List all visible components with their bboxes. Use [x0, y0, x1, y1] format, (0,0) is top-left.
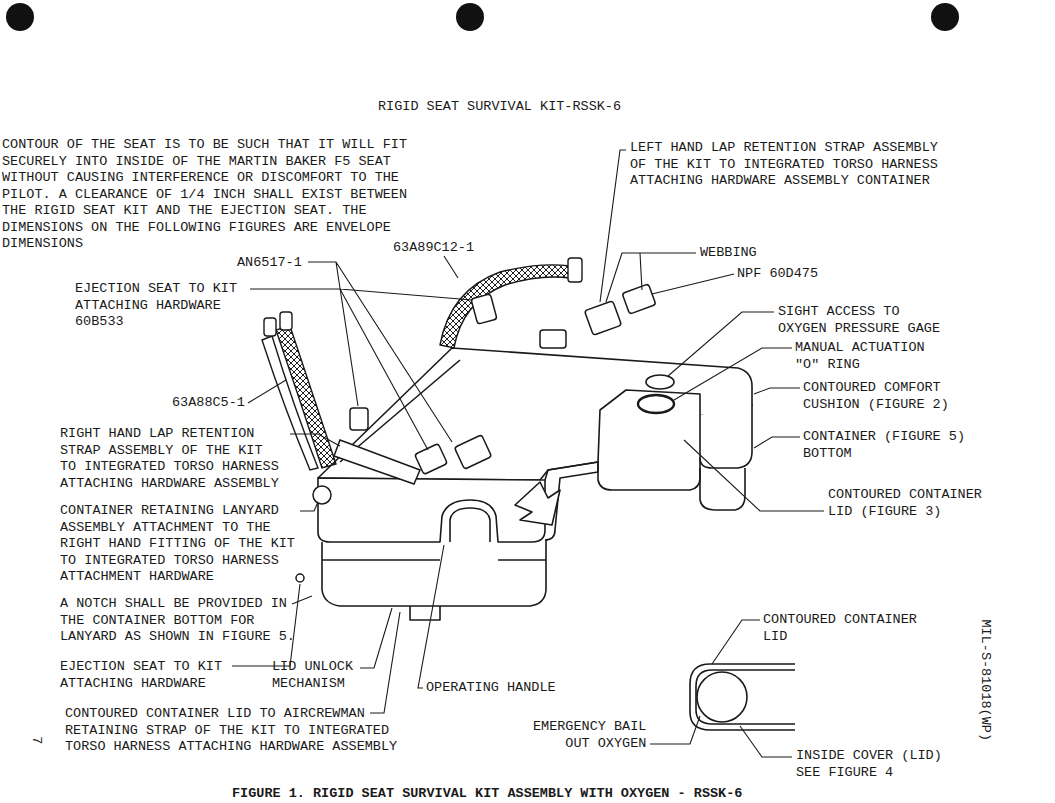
callout-text: SIGHT ACCESS TO OXYGEN PRESSURE GAGE — [778, 304, 951, 337]
hose-fitting — [568, 258, 582, 282]
part-number: 63A88C5-1 — [172, 395, 245, 412]
figure-caption: FIGURE 1. RIGID SEAT SURVIVAL KIT ASSEMB… — [232, 786, 742, 803]
note-text: CONTOUR OF THE SEAT IS TO BE SUCH THAT I… — [2, 137, 418, 253]
lid-section — [690, 664, 795, 730]
oxygen-hose — [262, 336, 318, 470]
gage-sight — [646, 375, 674, 389]
punch-hole — [456, 3, 484, 31]
o-ring — [638, 395, 674, 413]
figure-title: RIGID SEAT SURVIVAL KIT-RSSK-6 — [378, 99, 621, 116]
callout-text: CONTOURED CONTAINER LID — [763, 612, 927, 645]
callout-text: EJECTION SEAT TO KIT ATTACHING HARDWARE … — [75, 281, 248, 331]
document-number: MIL-S-81018(WP) — [977, 619, 994, 741]
callout-text: EJECTION SEAT TO KIT ATTACHING HARDWARE — [60, 659, 233, 692]
leader-lines — [232, 150, 824, 757]
attaching-hardware — [471, 294, 497, 324]
part-number: AN6517-1 — [237, 255, 302, 272]
callout-text: EMERGENCY BAIL OUT OXYGEN — [520, 719, 646, 752]
page-number: 7 — [28, 736, 45, 744]
callout-text: CONTOURED CONTAINER LID TO AIRCREWMAN RE… — [65, 706, 400, 756]
hose-fitting — [280, 312, 292, 330]
container-seam — [322, 559, 546, 561]
inside-cover-section — [696, 670, 795, 724]
callout-text: MANUAL ACTUATION "O" RING — [795, 340, 935, 373]
attaching-hardware — [350, 408, 368, 430]
strap-fitting — [540, 330, 566, 348]
lid-side — [700, 404, 752, 468]
callout-text: RIGHT HAND LAP RETENTION STRAP ASSEMBLY … — [60, 426, 281, 492]
callout-text: CONTAINER (FIGURE 5) BOTTOM — [803, 429, 967, 462]
oxygen-bottle-section — [697, 672, 747, 722]
lid-side — [598, 458, 700, 490]
callout-text: LEFT HAND LAP RETENTION STRAP ASSEMBLY O… — [630, 140, 948, 190]
callout-text: OPERATING HANDLE — [426, 680, 556, 697]
callout-text: CONTOURED CONTAINER LID (FIGURE 3) — [828, 487, 992, 520]
note-text: A NOTCH SHALL BE PROVIDED IN THE CONTAIN… — [60, 596, 297, 646]
part-number: 63A89C12-1 — [393, 240, 474, 257]
callout-text: CONTAINER RETAINING LANYARD ASSEMBLY ATT… — [60, 503, 297, 586]
lid-unlock-mechanism — [515, 482, 560, 525]
part-number: NPF 60D475 — [737, 266, 818, 283]
callout-text: LID UNLOCK MECHANISM — [272, 659, 364, 692]
punch-hole — [931, 3, 959, 31]
container-bottom — [322, 540, 546, 606]
operating-handle — [450, 508, 490, 542]
lid-front — [318, 478, 545, 542]
container-bottom — [700, 468, 745, 510]
hose-fitting — [264, 318, 276, 336]
oxygen-hose — [440, 265, 570, 348]
lanyard-fitting — [313, 486, 331, 504]
callout-text: WEBBING — [700, 245, 757, 262]
strap-fitting — [622, 284, 656, 314]
webbing-strap — [334, 440, 420, 484]
punch-hole — [6, 3, 34, 31]
callout-text: INSIDE COVER (LID) SEE FIGURE 4 — [796, 748, 952, 781]
callout-text: CONTOURED COMFORT CUSHION (FIGURE 2) — [803, 380, 951, 413]
lanyard-notch — [410, 606, 440, 620]
strap-fitting — [454, 435, 491, 469]
attaching-hardware — [296, 574, 304, 582]
strap-fitting — [584, 301, 621, 336]
